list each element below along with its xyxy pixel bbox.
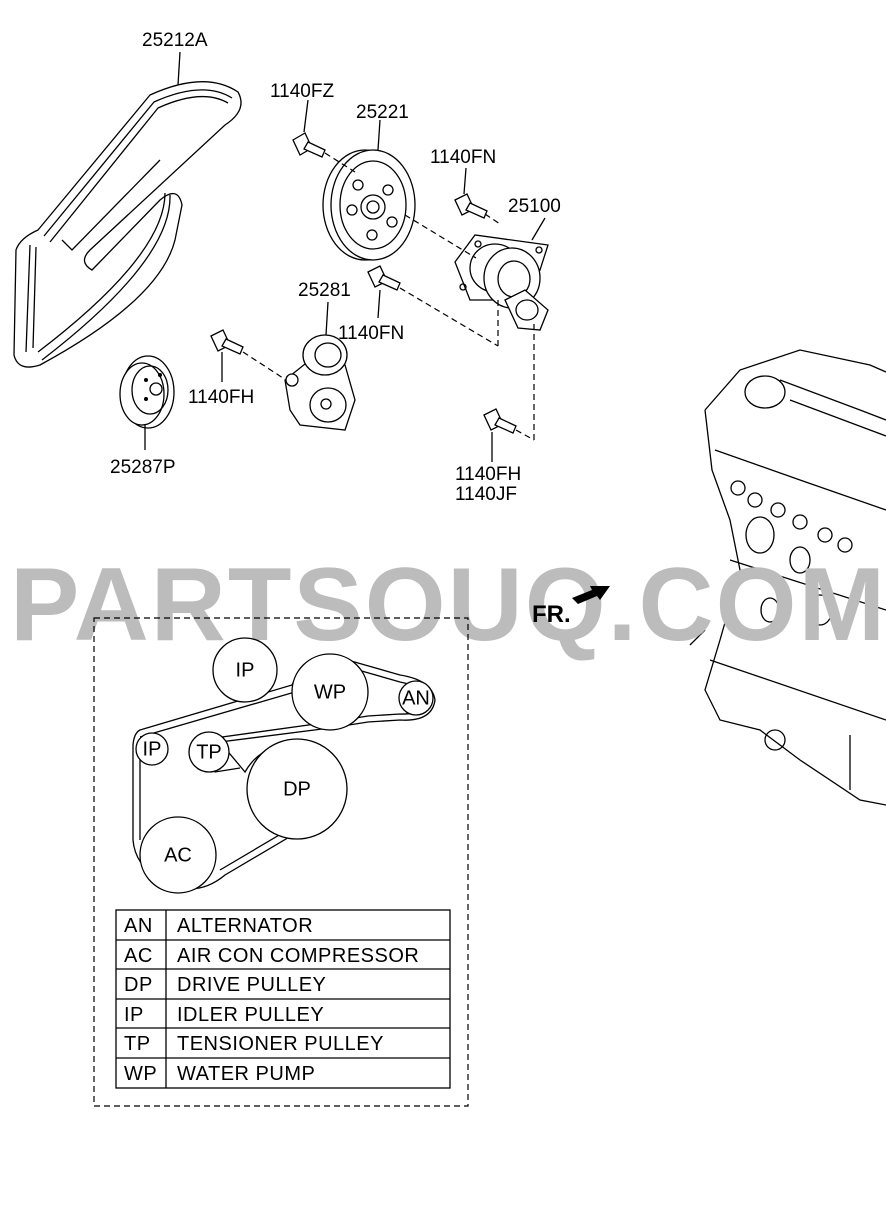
- water-pump-part[interactable]: [454, 234, 549, 331]
- tensioner-part[interactable]: [284, 334, 356, 431]
- label-bolt-fn-mid[interactable]: 1140FN: [338, 323, 404, 344]
- label-bolt-fh-left[interactable]: 1140FH: [188, 387, 254, 408]
- pulley-ip-left[interactable]: IP: [135, 732, 169, 766]
- belt-routing-frame: [93, 617, 469, 1107]
- front-indicator: FR.: [532, 601, 571, 628]
- label-bolt-fh-bottom[interactable]: 1140FH: [455, 464, 521, 485]
- svg-text:IP: IP: [143, 738, 162, 760]
- idler-pulley-part[interactable]: [119, 355, 175, 429]
- legend-code: TP: [124, 1033, 151, 1055]
- legend-name: WATER PUMP: [177, 1063, 315, 1085]
- label-water-pump[interactable]: 25100: [508, 196, 561, 217]
- bolt-1140fz[interactable]: [292, 132, 326, 158]
- svg-text:IP: IP: [236, 659, 255, 681]
- label-bolt-fn-top[interactable]: 1140FN: [430, 147, 496, 168]
- label-bolt-fz[interactable]: 1140FZ: [270, 81, 334, 102]
- pulley-tp[interactable]: TP: [188, 731, 230, 773]
- svg-text:AC: AC: [164, 844, 192, 866]
- label-pulley-wp[interactable]: 25221: [356, 102, 409, 123]
- watermark: PARTSOUQ.COM: [10, 547, 886, 663]
- label-tensioner[interactable]: 25281: [298, 280, 351, 301]
- pulley-legend-table: AN ALTERNATOR AC AIR CON COMPRESSOR DP D…: [115, 909, 451, 1089]
- legend-name: TENSIONER PULLEY: [177, 1033, 384, 1055]
- pulley-dp[interactable]: DP: [246, 738, 348, 840]
- engine-block: [689, 349, 886, 806]
- legend-code: AC: [124, 945, 153, 967]
- water-pump-pulley-part[interactable]: [322, 149, 416, 261]
- pulley-ac[interactable]: AC: [139, 816, 217, 894]
- bolt-1140fn-top[interactable]: [454, 193, 488, 219]
- svg-text:TP: TP: [196, 741, 222, 763]
- label-belt[interactable]: 25212A: [142, 30, 208, 51]
- legend-code: IP: [124, 1004, 144, 1026]
- pulley-an[interactable]: AN: [398, 680, 434, 716]
- drive-belt[interactable]: [13, 81, 242, 368]
- legend-code: DP: [124, 974, 153, 996]
- label-idler-pulley[interactable]: 25287P: [110, 457, 176, 478]
- bolt-1140fh-bottom[interactable]: [483, 408, 517, 434]
- legend-name: ALTERNATOR: [177, 915, 313, 937]
- legend-code: AN: [124, 915, 153, 937]
- pulley-wp[interactable]: WP: [291, 653, 369, 731]
- legend-code: WP: [124, 1063, 157, 1085]
- svg-text:WP: WP: [314, 681, 346, 703]
- legend-name: DRIVE PULLEY: [177, 974, 326, 996]
- legend-name: AIR CON COMPRESSOR: [177, 945, 419, 967]
- legend-name: IDLER PULLEY: [177, 1004, 324, 1026]
- pulley-ip-top[interactable]: IP: [212, 637, 278, 703]
- svg-text:AN: AN: [402, 687, 430, 709]
- svg-text:DP: DP: [283, 778, 311, 800]
- front-arrow-icon: [572, 586, 610, 604]
- label-bolt-jf-bottom[interactable]: 1140JF: [455, 484, 517, 505]
- bolt-1140fn-mid[interactable]: [367, 265, 401, 291]
- bolt-1140fh-left[interactable]: [210, 329, 244, 355]
